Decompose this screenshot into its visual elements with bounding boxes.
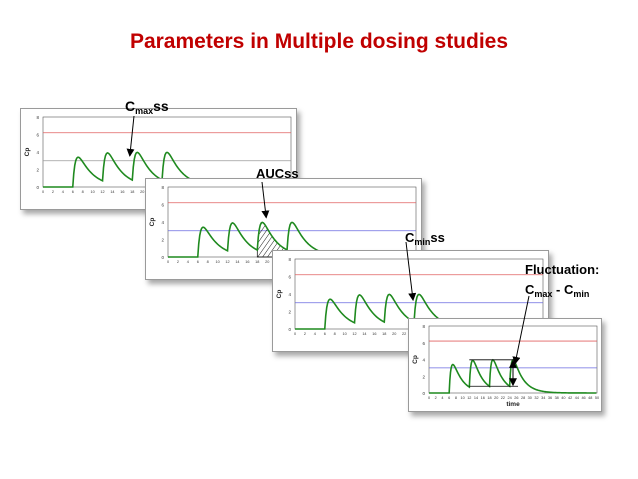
x-tick-label: 10: [90, 190, 94, 194]
y-tick-label: 8: [161, 185, 164, 190]
x-tick-label: 18: [130, 190, 134, 194]
y-tick-label: 4: [161, 220, 164, 225]
x-tick-label: 22: [402, 332, 406, 336]
x-tick-label: 12: [352, 332, 356, 336]
x-tick-label: 10: [215, 260, 219, 264]
x-tick-label: 14: [110, 190, 114, 194]
x-tick-label: 46: [581, 396, 585, 400]
y-tick-label: 0: [161, 255, 164, 260]
x-tick-label: 22: [501, 396, 505, 400]
y-tick-label: 8: [422, 324, 425, 329]
x-tick-label: 20: [265, 260, 269, 264]
x-tick-label: 30: [528, 396, 532, 400]
x-tick-label: 28: [521, 396, 525, 400]
x-tick-label: 8: [455, 396, 457, 400]
x-tick-label: 4: [314, 332, 316, 336]
y-tick-label: 6: [161, 203, 164, 208]
x-tick-label: 6: [324, 332, 326, 336]
x-tick-label: 2: [304, 332, 306, 336]
y-tick-label: 6: [36, 133, 39, 138]
x-tick-label: 20: [392, 332, 396, 336]
y-tick-label: 2: [36, 168, 39, 173]
x-tick-label: 0: [428, 396, 430, 400]
x-tick-label: 0: [42, 190, 44, 194]
x-tick-label: 40: [561, 396, 565, 400]
x-tick-label: 14: [474, 396, 478, 400]
x-tick-label: 16: [372, 332, 376, 336]
cmax-ss-label: Cmaxss: [125, 98, 169, 116]
y-tick-label: 0: [422, 391, 425, 396]
x-tick-label: 12: [225, 260, 229, 264]
x-tick-label: 10: [342, 332, 346, 336]
x-tick-label: 12: [100, 190, 104, 194]
x-tick-label: 50: [595, 396, 599, 400]
y-tick-label: 6: [422, 341, 425, 346]
fluctuation-label: Fluctuation:Cmax - Cmin: [525, 262, 600, 299]
x-tick-label: 44: [575, 396, 579, 400]
y-tick-label: 6: [288, 275, 291, 280]
x-tick-label: 8: [82, 190, 84, 194]
y-tick-label: 2: [161, 238, 164, 243]
y-tick-label: 0: [36, 185, 39, 190]
y-tick-label: 8: [36, 115, 39, 120]
x-axis-label: time: [506, 401, 520, 408]
cmin-ss-label: Cminss: [405, 230, 445, 247]
x-tick-label: 18: [255, 260, 259, 264]
x-tick-label: 2: [52, 190, 54, 194]
y-tick-label: 4: [36, 150, 39, 155]
y-axis-label: Cp: [412, 355, 419, 364]
y-tick-label: 0: [288, 327, 291, 332]
y-tick-label: 4: [288, 292, 291, 297]
x-tick-label: 8: [334, 332, 336, 336]
x-tick-label: 16: [120, 190, 124, 194]
y-tick-label: 4: [422, 358, 425, 363]
x-tick-label: 20: [140, 190, 144, 194]
y-axis-label: Cp: [24, 148, 31, 157]
x-tick-label: 38: [555, 396, 559, 400]
x-tick-label: 6: [197, 260, 199, 264]
x-tick-label: 8: [207, 260, 209, 264]
y-tick-label: 8: [288, 257, 291, 262]
x-tick-label: 18: [382, 332, 386, 336]
x-tick-label: 48: [588, 396, 592, 400]
y-axis-label: Cp: [149, 218, 156, 227]
x-tick-label: 4: [62, 190, 64, 194]
slide-title: Parameters in Multiple dosing studies: [129, 30, 509, 53]
x-tick-label: 0: [167, 260, 169, 264]
x-tick-label: 4: [187, 260, 189, 264]
x-tick-label: 36: [548, 396, 552, 400]
x-tick-label: 24: [508, 396, 512, 400]
x-tick-label: 16: [481, 396, 485, 400]
x-tick-label: 6: [448, 396, 450, 400]
x-tick-label: 26: [514, 396, 518, 400]
x-tick-label: 42: [568, 396, 572, 400]
x-tick-label: 12: [467, 396, 471, 400]
x-tick-label: 14: [235, 260, 239, 264]
x-tick-label: 6: [72, 190, 74, 194]
y-axis-label: Cp: [276, 290, 283, 299]
x-tick-label: 14: [362, 332, 366, 336]
x-tick-label: 20: [494, 396, 498, 400]
x-tick-label: 10: [460, 396, 464, 400]
plot-area-frame: [428, 325, 598, 394]
x-tick-label: 2: [435, 396, 437, 400]
y-tick-label: 2: [288, 310, 291, 315]
auc-ss-label: AUCss: [256, 166, 299, 181]
x-tick-label: 16: [245, 260, 249, 264]
x-tick-label: 0: [294, 332, 296, 336]
x-tick-label: 4: [441, 396, 443, 400]
concentration-curve: [429, 358, 597, 394]
x-tick-label: 34: [541, 396, 545, 400]
x-tick-label: 2: [177, 260, 179, 264]
y-tick-label: 2: [422, 374, 425, 379]
x-tick-label: 18: [487, 396, 491, 400]
x-tick-label: 32: [534, 396, 538, 400]
